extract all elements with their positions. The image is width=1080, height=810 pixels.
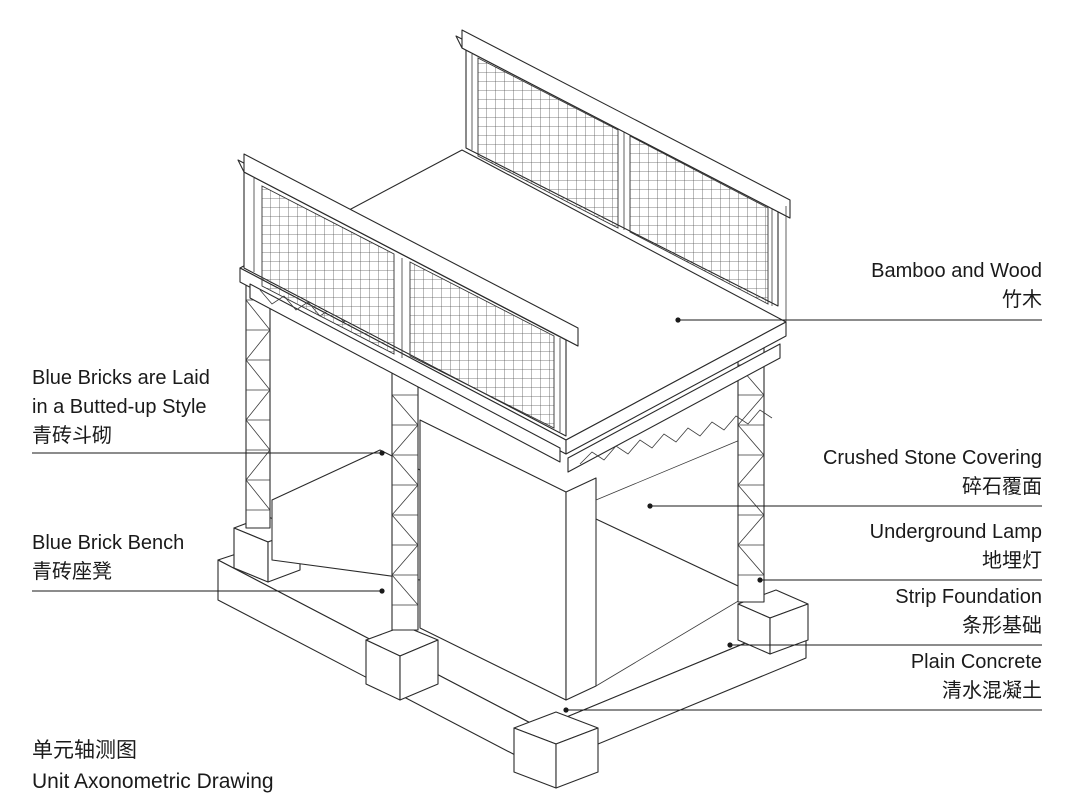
label-brick-bench: Blue Brick Bench 青砖座凳 bbox=[32, 529, 184, 587]
column-left bbox=[245, 275, 271, 529]
label-underground-lamp: Underground Lamp 地埋灯 bbox=[870, 518, 1042, 576]
columns bbox=[245, 275, 765, 631]
label-brick-bench-en: Blue Brick Bench bbox=[32, 532, 185, 554]
inner-walls bbox=[271, 419, 741, 701]
label-plain-concrete-zh: 清水混凝土 bbox=[942, 680, 1042, 702]
label-underground-lamp-en: Underground Lamp bbox=[869, 521, 1042, 543]
column-front-left bbox=[391, 369, 419, 631]
label-underground-lamp-zh: 地埋灯 bbox=[982, 550, 1042, 572]
label-strip-foundation-en: Strip Foundation bbox=[895, 586, 1042, 608]
drawing-caption: 单元轴测图 Unit Axonometric Drawing bbox=[32, 735, 274, 797]
caption-zh: 单元轴测图 bbox=[32, 739, 137, 762]
label-blue-bricks-en2: in a Butted-up Style bbox=[32, 396, 207, 418]
label-strip-foundation-zh: 条形基础 bbox=[962, 615, 1042, 637]
label-plain-concrete: Plain Concrete 清水混凝土 bbox=[911, 648, 1042, 706]
label-bamboo-wood-en: Bamboo and Wood bbox=[871, 260, 1042, 282]
label-crushed-stone-en: Crushed Stone Covering bbox=[822, 447, 1042, 469]
label-bamboo-wood-zh: 竹木 bbox=[1002, 289, 1042, 311]
label-strip-foundation: Strip Foundation 条形基础 bbox=[895, 583, 1042, 641]
caption-en: Unit Axonometric Drawing bbox=[32, 770, 274, 793]
bamboo-screen-front bbox=[237, 153, 579, 437]
label-crushed-stone: Crushed Stone Covering 碎石覆面 bbox=[823, 444, 1042, 502]
label-bamboo-wood: Bamboo and Wood 竹木 bbox=[871, 257, 1042, 315]
label-plain-concrete-en: Plain Concrete bbox=[910, 651, 1042, 673]
label-blue-bricks: Blue Bricks are Laid in a Butted-up Styl… bbox=[32, 364, 210, 451]
leader-lines bbox=[32, 317, 1042, 713]
label-blue-bricks-en1: Blue Bricks are Laid bbox=[32, 367, 210, 389]
label-blue-bricks-zh: 青砖斗砌 bbox=[32, 425, 112, 447]
label-brick-bench-zh: 青砖座凳 bbox=[32, 561, 112, 583]
bamboo-screen-back bbox=[455, 29, 791, 322]
label-crushed-stone-zh: 碎石覆面 bbox=[962, 476, 1042, 498]
column-right bbox=[737, 339, 765, 603]
